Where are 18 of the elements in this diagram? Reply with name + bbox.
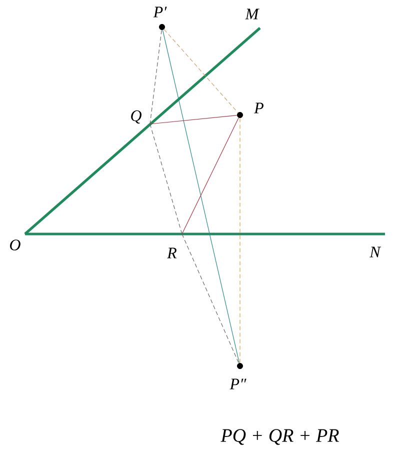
line-segment <box>150 30 162 124</box>
point-label: O <box>10 240 20 250</box>
line-segment <box>182 234 239 364</box>
line-segment <box>25 232 385 236</box>
line-segment <box>164 29 238 113</box>
point-label: Q <box>131 110 142 124</box>
point-label: P″ <box>230 378 246 390</box>
caption: PQ + QR + PR <box>220 429 339 445</box>
line-segment <box>24 27 261 235</box>
line-segment <box>162 30 240 364</box>
point-label: N <box>370 246 382 258</box>
line-segment <box>150 115 238 124</box>
point-label: M <box>245 8 260 20</box>
line-segment <box>150 124 182 234</box>
line-segment <box>182 118 239 234</box>
point-label: R <box>167 248 177 258</box>
point-label: P <box>254 102 264 114</box>
point-label: P′ <box>153 6 167 18</box>
